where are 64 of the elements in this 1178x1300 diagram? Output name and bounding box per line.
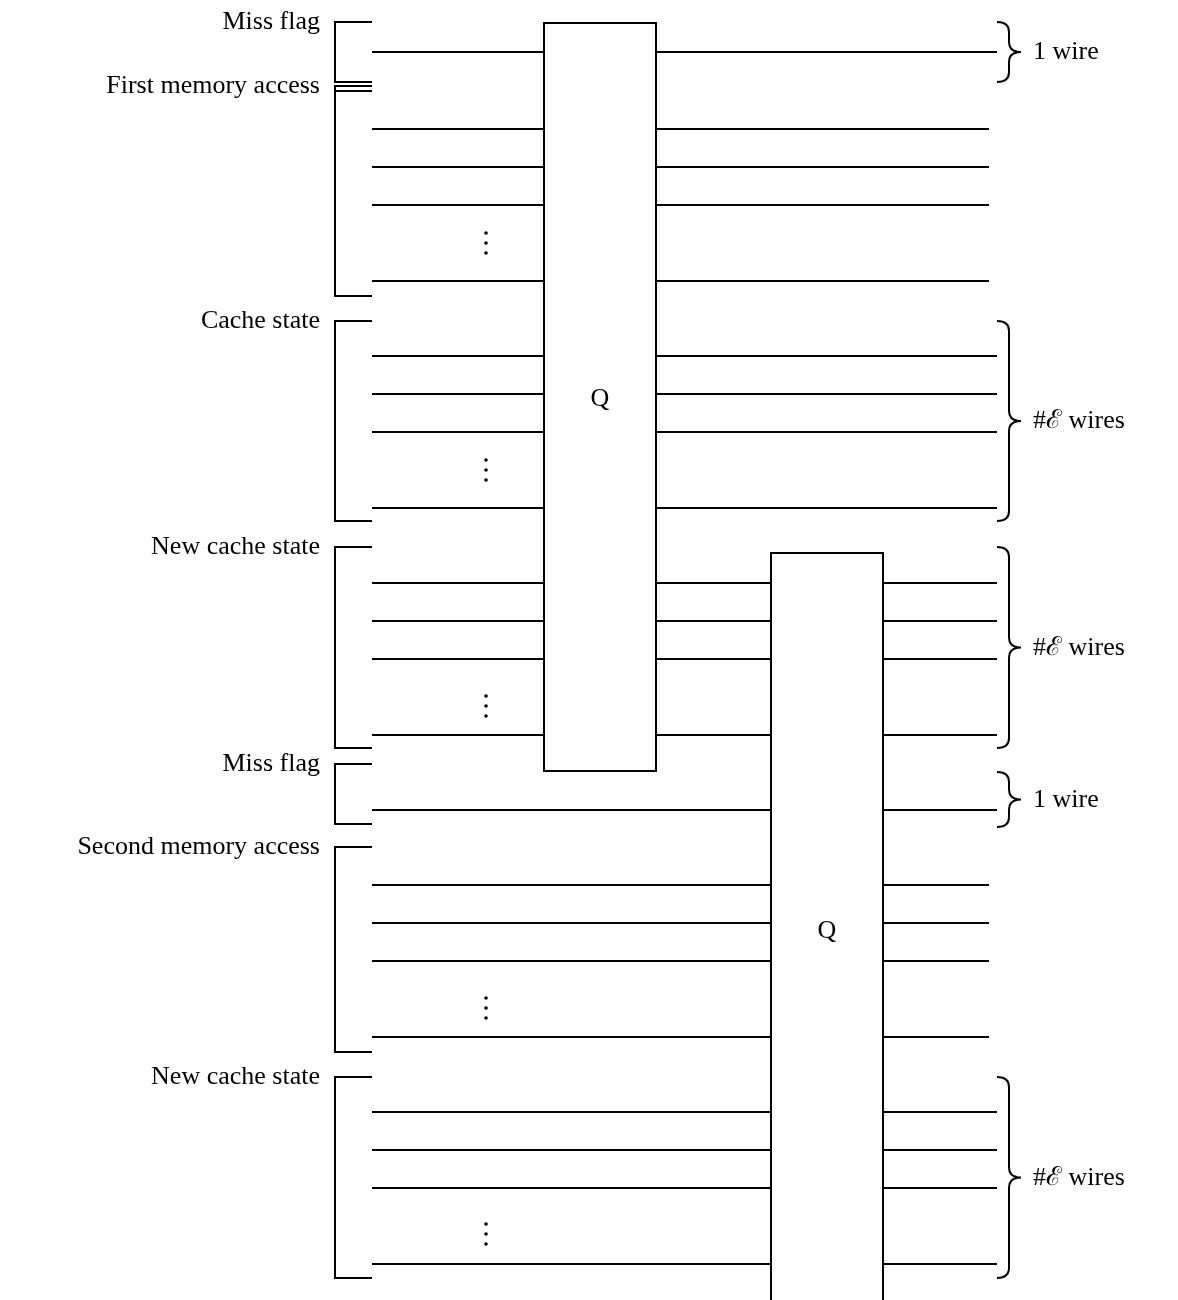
wire	[371, 734, 544, 736]
wire	[371, 431, 544, 433]
wire	[883, 809, 998, 811]
wire	[656, 51, 998, 53]
wire	[371, 1187, 771, 1189]
wire	[883, 582, 998, 584]
wire	[656, 582, 771, 584]
gate-label: Q	[816, 915, 838, 945]
wire	[883, 1187, 998, 1189]
group-label: Cache state	[200, 305, 320, 335]
group-label: New cache state	[151, 531, 320, 561]
wire	[883, 1149, 998, 1151]
wire	[883, 658, 998, 660]
wire	[656, 166, 990, 168]
wire	[656, 355, 998, 357]
wire	[883, 922, 990, 924]
wire	[371, 922, 771, 924]
wire	[883, 1263, 998, 1265]
wire	[371, 393, 544, 395]
group-label: Miss flag	[222, 6, 320, 36]
wire	[656, 507, 998, 509]
gate-label: Q	[589, 383, 611, 413]
wire	[371, 884, 771, 886]
wire	[371, 204, 544, 206]
wire	[883, 1036, 990, 1038]
wire	[371, 582, 544, 584]
wire	[371, 658, 544, 660]
wire	[883, 884, 990, 886]
group-label: New cache state	[151, 1061, 320, 1091]
wire-count-label: #ℰ wires	[1033, 631, 1125, 662]
wire	[371, 280, 544, 282]
wire	[371, 128, 544, 130]
wire	[371, 809, 771, 811]
wire	[656, 431, 998, 433]
wire	[371, 1111, 771, 1113]
wire	[371, 1263, 771, 1265]
wire	[371, 507, 544, 509]
wire-count-label: 1 wire	[1033, 36, 1099, 66]
wire-count-label: #ℰ wires	[1033, 405, 1125, 435]
wire-count-label: 1 wire	[1033, 783, 1099, 814]
wire	[656, 280, 990, 282]
wire	[656, 658, 771, 660]
wire	[883, 620, 998, 622]
wire	[883, 734, 998, 736]
wire	[371, 51, 544, 53]
gate-box	[770, 552, 884, 1300]
wire	[371, 1036, 771, 1038]
wire	[656, 204, 990, 206]
wire	[371, 960, 771, 962]
group-label: First memory access	[106, 70, 320, 100]
wire	[371, 355, 544, 357]
group-label: Miss flag	[222, 748, 320, 778]
wire	[656, 734, 771, 736]
wire	[656, 620, 771, 622]
group-label: Second memory access	[77, 831, 320, 861]
wire	[656, 393, 998, 395]
wire	[371, 620, 544, 622]
wire	[371, 1149, 771, 1151]
wire-count-label: #ℰ wires	[1033, 1161, 1125, 1192]
wire	[656, 128, 990, 130]
wire	[371, 166, 544, 168]
wire	[883, 1111, 998, 1113]
gate-box	[543, 22, 657, 772]
wire	[883, 960, 990, 962]
